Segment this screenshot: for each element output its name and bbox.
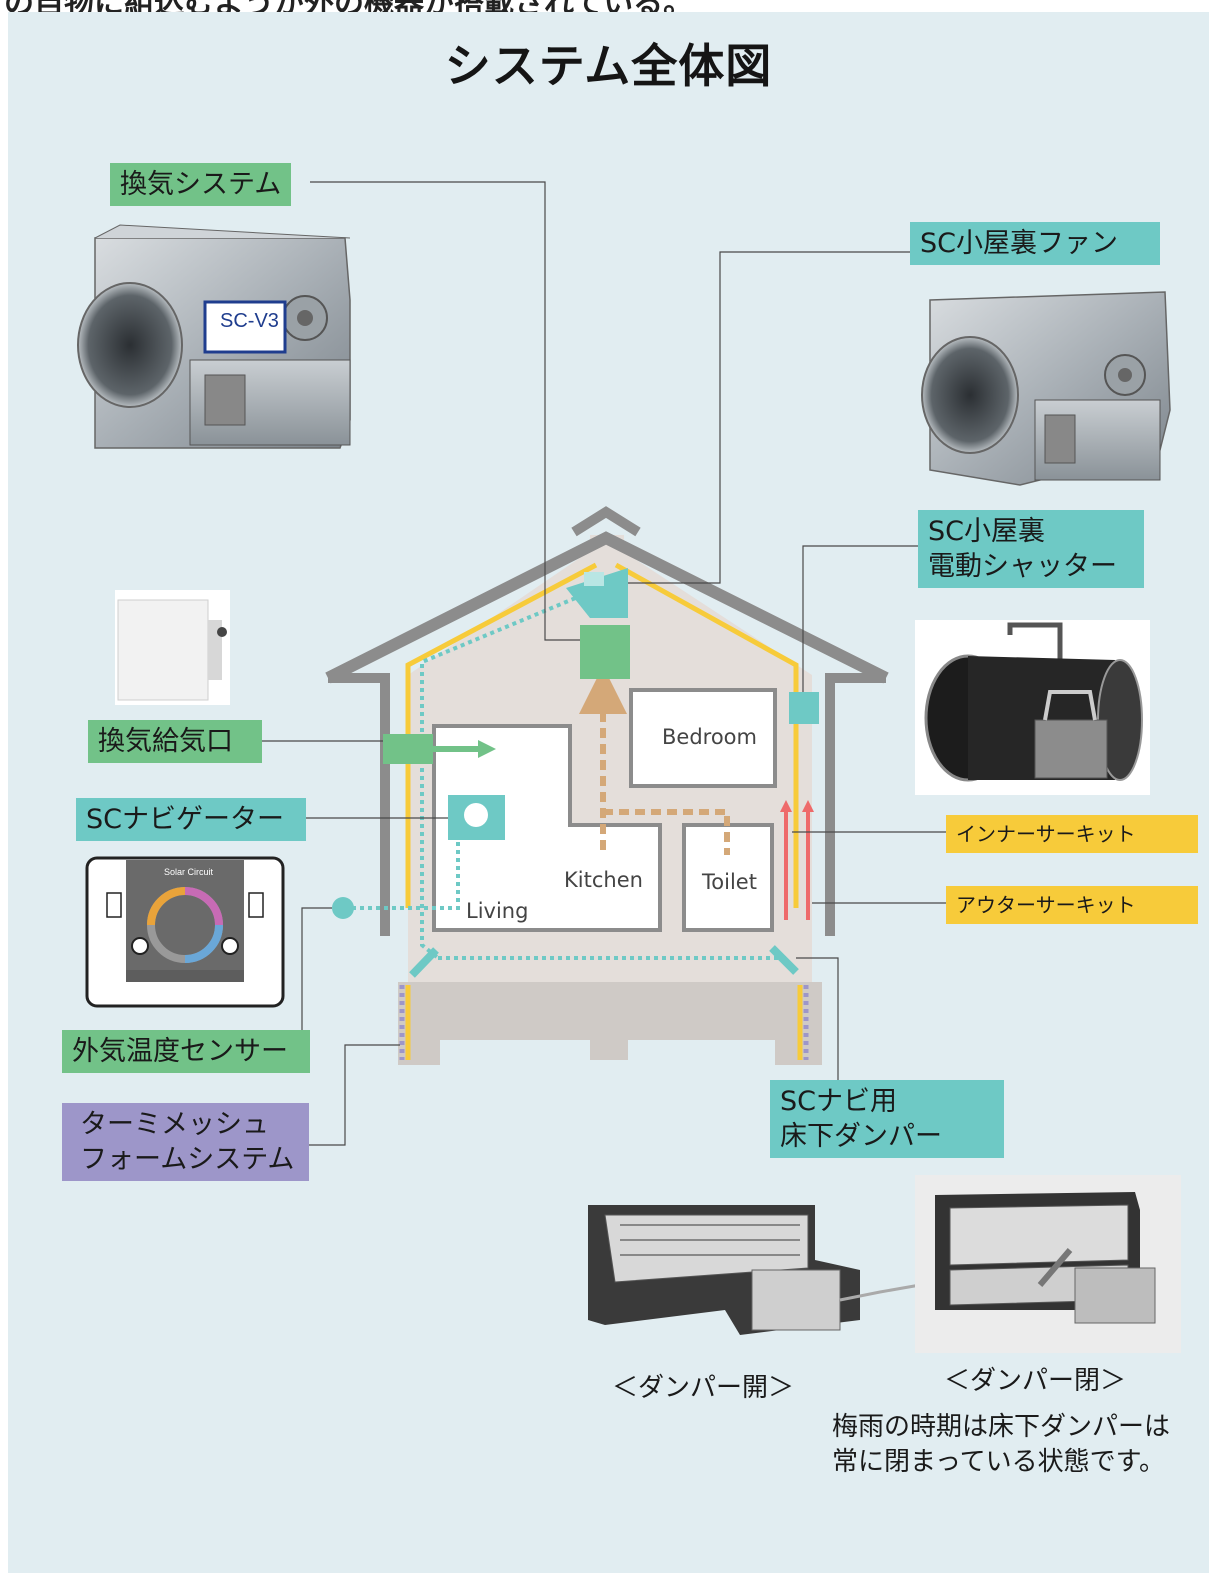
outdoor-sensor-label: 外気温度センサー	[62, 1030, 310, 1074]
room-living: Living	[466, 899, 529, 923]
attic-fan-label: SC小屋裏ファン	[910, 222, 1160, 266]
inner-circuit-label: インナーサーキット	[946, 815, 1198, 853]
damper-open-caption: ＜ダンパー開＞	[612, 1373, 795, 1403]
termimesh-label: ターミメッシュ フォームシステム	[62, 1103, 309, 1182]
ventilation-unit-image	[77, 224, 351, 449]
navigator-label: SCナビゲーター	[76, 798, 306, 842]
damper-open-image	[588, 1205, 921, 1335]
attic-fan-image	[921, 291, 1171, 486]
floor-damper-label: SCナビ用 床下ダンパー	[770, 1080, 1004, 1159]
damper-closed-image	[915, 1175, 1181, 1353]
header-strip: の自物に組込むようが外の機器が搭載されている。	[0, 0, 1217, 12]
room-toilet: Toilet	[702, 870, 757, 894]
sc-v3-label: SC-V3	[220, 310, 279, 332]
room-kitchen: Kitchen	[564, 868, 643, 892]
ventilation-system-label: 換気システム	[110, 163, 292, 207]
room-bedroom: Bedroom	[662, 725, 757, 749]
leader-lines	[262, 181, 946, 1146]
electric-shutter-image	[915, 620, 1150, 795]
supply-port-image	[115, 590, 230, 705]
navigator-controller-image	[85, 856, 285, 1008]
damper-closed-caption: ＜ダンパー閉＞	[944, 1366, 1127, 1396]
page-title: システム全体図	[444, 39, 773, 93]
supply-port-label: 換気給気口	[88, 720, 262, 764]
navigator-brand-label: Solar Circuit	[164, 867, 214, 877]
attic-shutter-label: SC小屋裏 電動シャッター	[918, 510, 1144, 589]
damper-note: 梅雨の時期は床下ダンパーは 常に閉まっている状態です。	[832, 1412, 1171, 1478]
outer-circuit-label: アウターサーキット	[946, 886, 1198, 924]
house-diagram	[325, 506, 889, 1065]
